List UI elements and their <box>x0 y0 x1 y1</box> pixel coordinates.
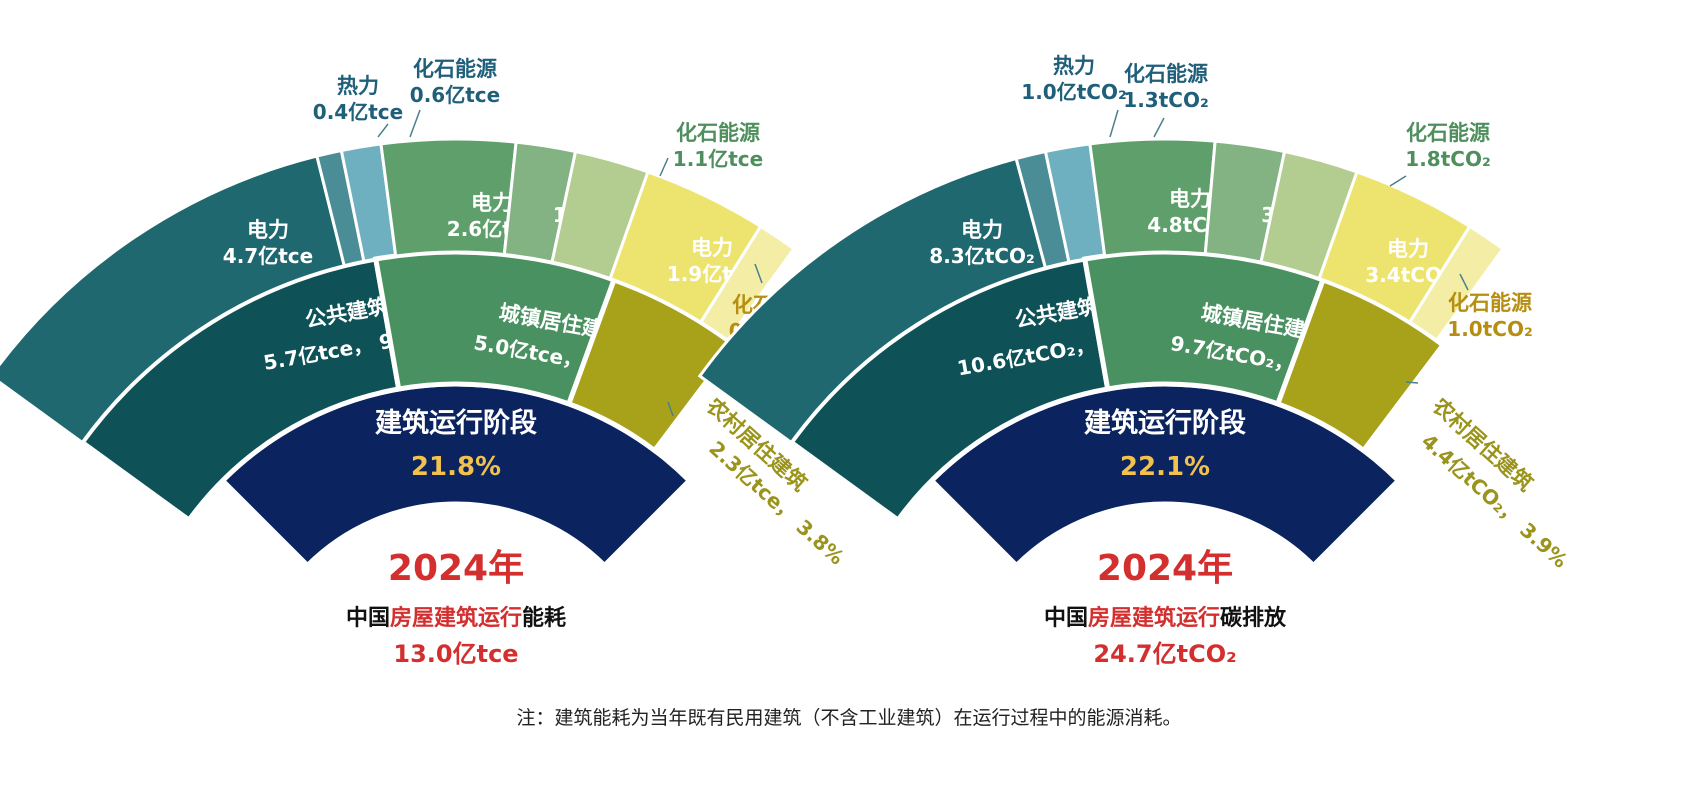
caption-prefix: 中国 <box>346 606 390 631</box>
child-value: 8.3亿tCO₂ <box>929 244 1034 268</box>
leader-line <box>667 401 674 417</box>
leader-line <box>1405 381 1419 384</box>
child-label: 电力 <box>471 191 513 215</box>
child-label: 电力 <box>691 236 733 260</box>
center-label: 建筑运行阶段 <box>375 407 537 439</box>
child-value: 1.3tCO₂ <box>1123 88 1208 112</box>
child-label: 热力 <box>337 74 379 98</box>
footnote: 注：建筑能耗为当年既有民用建筑（不含工业建筑）在运行过程中的能源消耗。 <box>516 707 1181 729</box>
caption: 中国房屋建筑运行碳排放 <box>1044 605 1287 631</box>
leader-line <box>659 157 669 177</box>
caption-highlight: 房屋建筑运行 <box>390 605 522 631</box>
child-label: 电力 <box>961 218 1003 242</box>
leader-line <box>377 123 389 138</box>
caption-suffix: 能耗 <box>522 605 566 631</box>
child-label: 电力 <box>1387 237 1429 261</box>
leader-line <box>1153 117 1165 138</box>
center-label: 建筑运行阶段 <box>1084 407 1246 439</box>
caption-highlight: 房屋建筑运行 <box>1088 605 1220 631</box>
child-label: 化石能源 <box>413 57 497 81</box>
caption: 中国房屋建筑运行能耗 <box>346 605 566 631</box>
leader-line <box>1109 109 1119 138</box>
leader-line <box>754 263 763 284</box>
child-label: 电力 <box>1169 187 1211 211</box>
child-label: 电力 <box>247 218 289 242</box>
child-segment <box>1407 224 1506 343</box>
child-value: 1.1亿tce <box>673 147 763 171</box>
child-label: 化石能源 <box>1124 62 1208 86</box>
child-value: 0.4亿tce <box>313 100 403 124</box>
total-value: 13.0亿tce <box>393 640 518 668</box>
child-label: 热力 <box>1053 54 1095 78</box>
year-label: 2024年 <box>1097 548 1233 589</box>
leader-line <box>1459 273 1469 291</box>
child-value: 4.7亿tce <box>223 244 313 268</box>
center-value: 22.1% <box>1120 452 1210 482</box>
year-label: 2024年 <box>388 548 524 589</box>
child-value: 1.0tCO₂ <box>1447 317 1532 341</box>
total-value: 24.7亿tCO₂ <box>1093 640 1236 668</box>
leader-line <box>409 109 421 138</box>
child-value: 0.6亿tce <box>410 83 500 107</box>
child-value: 1.0亿tCO₂ <box>1021 80 1126 104</box>
center-value: 21.8% <box>411 452 501 482</box>
leader-line <box>1389 175 1407 187</box>
child-label: 化石能源 <box>1448 291 1532 315</box>
child-label: 化石能源 <box>1406 121 1490 145</box>
caption-suffix: 碳排放 <box>1220 605 1287 631</box>
child-value: 1.8tCO₂ <box>1405 147 1490 171</box>
child-label: 化石能源 <box>676 121 760 145</box>
caption-prefix: 中国 <box>1044 606 1088 631</box>
